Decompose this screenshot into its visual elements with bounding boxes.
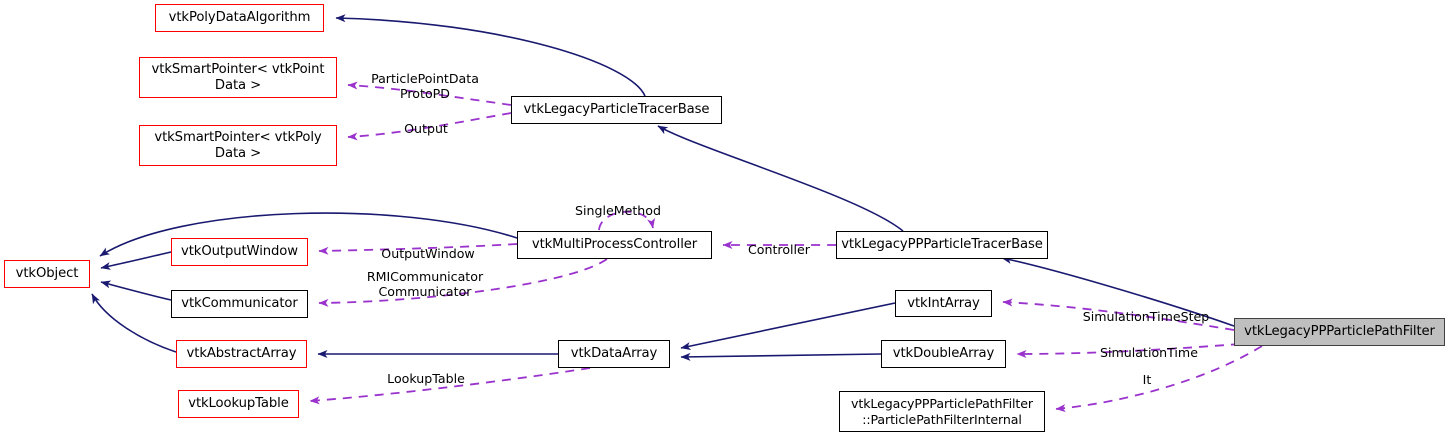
node-label: vtkLookupTable: [188, 396, 289, 411]
edge-label-rmicommunicator-communicator: RMICommunicator Communicator: [355, 254, 495, 299]
node-vtkdoublearray[interactable]: vtkDoubleArray: [881, 340, 1006, 368]
node-label: vtkLegacyParticleTracerBase: [523, 102, 710, 117]
edge-label-text: SimulationTimeStep: [1082, 309, 1210, 324]
node-vtkintarray[interactable]: vtkIntArray: [895, 290, 992, 317]
edge-label-text: Output: [404, 121, 448, 136]
node-label: vtkLegacyPPParticleTracerBase: [841, 237, 1043, 252]
edge-simulationtimestep-to-intarray: [1002, 298, 1235, 331]
edge-doublearray-to-dataarray: [680, 352, 882, 361]
edge-abstractarray-to-vtkobject: [91, 293, 177, 353]
edge-protopd-to-smartpointer-pointdata: [347, 81, 512, 106]
edge-label-text: RMICommunicator Communicator: [366, 269, 484, 299]
edge-label-lookuptable: LookupTable: [378, 356, 474, 386]
node-vtkmultiprocesscontroller[interactable]: vtkMultiProcessController: [517, 231, 712, 259]
node-label: vtkSmartPointer< vtkPoly Data >: [154, 129, 322, 161]
edge-label-text: It: [1142, 372, 1152, 387]
node-vtklegacyppparticletracerbase[interactable]: vtkLegacyPPParticleTracerBase: [836, 231, 1048, 259]
node-vtkabstractarray[interactable]: vtkAbstractArray: [176, 340, 307, 368]
node-label: vtkDoubleArray: [892, 346, 995, 361]
edge-lookuptable-usage: [309, 367, 591, 405]
edge-label-output: Output: [396, 106, 456, 136]
node-label: vtkDataArray: [570, 346, 658, 361]
node-vtkobject[interactable]: vtkObject: [4, 260, 90, 288]
edge-intarray-to-dataarray: [680, 302, 896, 350]
inheritance-edges: [91, 14, 1235, 361]
edge-output-to-smartpointer-polydata: [347, 112, 512, 141]
usage-edges: [309, 81, 1263, 413]
edge-outputwindow-to-vtkobject: [100, 251, 172, 270]
node-vtkcommunicator[interactable]: vtkCommunicator: [171, 290, 308, 318]
edge-simulationtime-to-doublearray: [1016, 343, 1241, 358]
edge-label-text: SimulationTime: [1100, 345, 1198, 360]
node-label: vtkAbstractArray: [186, 346, 297, 361]
node-vtksmartpointer-vtkpointdata[interactable]: vtkSmartPointer< vtkPoint Data >: [139, 57, 337, 98]
node-vtklegacyppparticlepathfilter-particlepathfilterinternal[interactable]: vtkLegacyPPParticlePathFilter ::Particle…: [839, 391, 1045, 432]
node-label: vtkIntArray: [907, 295, 980, 311]
node-vtkdataarray[interactable]: vtkDataArray: [558, 340, 670, 368]
node-label: vtkCommunicator: [181, 296, 298, 311]
edge-tracerbase-to-polydataalgorithm: [335, 14, 646, 97]
node-label: vtkMultiProcessController: [531, 237, 698, 252]
edge-label-text: ParticlePointData ProtoPD: [371, 71, 479, 101]
node-label: vtkLegacyPPParticlePathFilter ::Particle…: [851, 395, 1033, 427]
edge-label-text: LookupTable: [387, 371, 465, 386]
edge-label-simulationtimestep: SimulationTimeStep: [1072, 294, 1220, 324]
node-vtklegacyppparticlepathfilter[interactable]: vtkLegacyPPParticlePathFilter: [1234, 318, 1445, 346]
edge-label-outputwindow: OutputWindow: [373, 231, 483, 261]
edge-communicator-to-vtkobject: [100, 280, 172, 301]
node-vtkoutputwindow[interactable]: vtkOutputWindow: [171, 238, 308, 266]
edge-multiprocesscontroller-to-vtkobject: [99, 212, 518, 257]
edge-label-text: OutputWindow: [381, 246, 475, 261]
edge-singlemethod-self-loop: [598, 210, 655, 231]
edge-label-controller: Controller: [740, 227, 818, 257]
node-vtkpolydataalgorithm[interactable]: vtkPolyDataAlgorithm: [155, 4, 324, 32]
edge-it-to-pathfilterinternal: [1055, 345, 1263, 413]
node-label: vtkOutputWindow: [181, 244, 298, 259]
node-vtklegacyparticletracerbase[interactable]: vtkLegacyParticleTracerBase: [511, 96, 722, 124]
edge-pathfilter-to-pptracerbase: [1001, 256, 1235, 327]
edge-pptracerbase-to-tracerbase: [657, 125, 904, 232]
edge-label-text: SingleMethod: [575, 203, 661, 218]
edge-label-singlemethod: SingleMethod: [568, 188, 668, 218]
edge-label-simulationtime: SimulationTime: [1090, 330, 1208, 360]
edge-label-text: Controller: [748, 242, 810, 257]
node-label: vtkPolyDataAlgorithm: [168, 10, 311, 25]
edge-communicator-usage: [318, 258, 608, 307]
edge-label-it: It: [1136, 357, 1158, 387]
node-label: vtkSmartPointer< vtkPoint Data >: [151, 61, 325, 93]
node-label: vtkLegacyPPParticlePathFilter: [1244, 324, 1435, 339]
node-vtklookuptable[interactable]: vtkLookupTable: [178, 390, 299, 418]
edge-label-particlepointdata-protopd: ParticlePointData ProtoPD: [360, 56, 490, 101]
node-vtksmartpointer-vtkpolydata[interactable]: vtkSmartPointer< vtkPoly Data >: [139, 125, 337, 166]
node-label: vtkObject: [15, 266, 79, 281]
edge-outputwindow-usage: [318, 243, 518, 255]
